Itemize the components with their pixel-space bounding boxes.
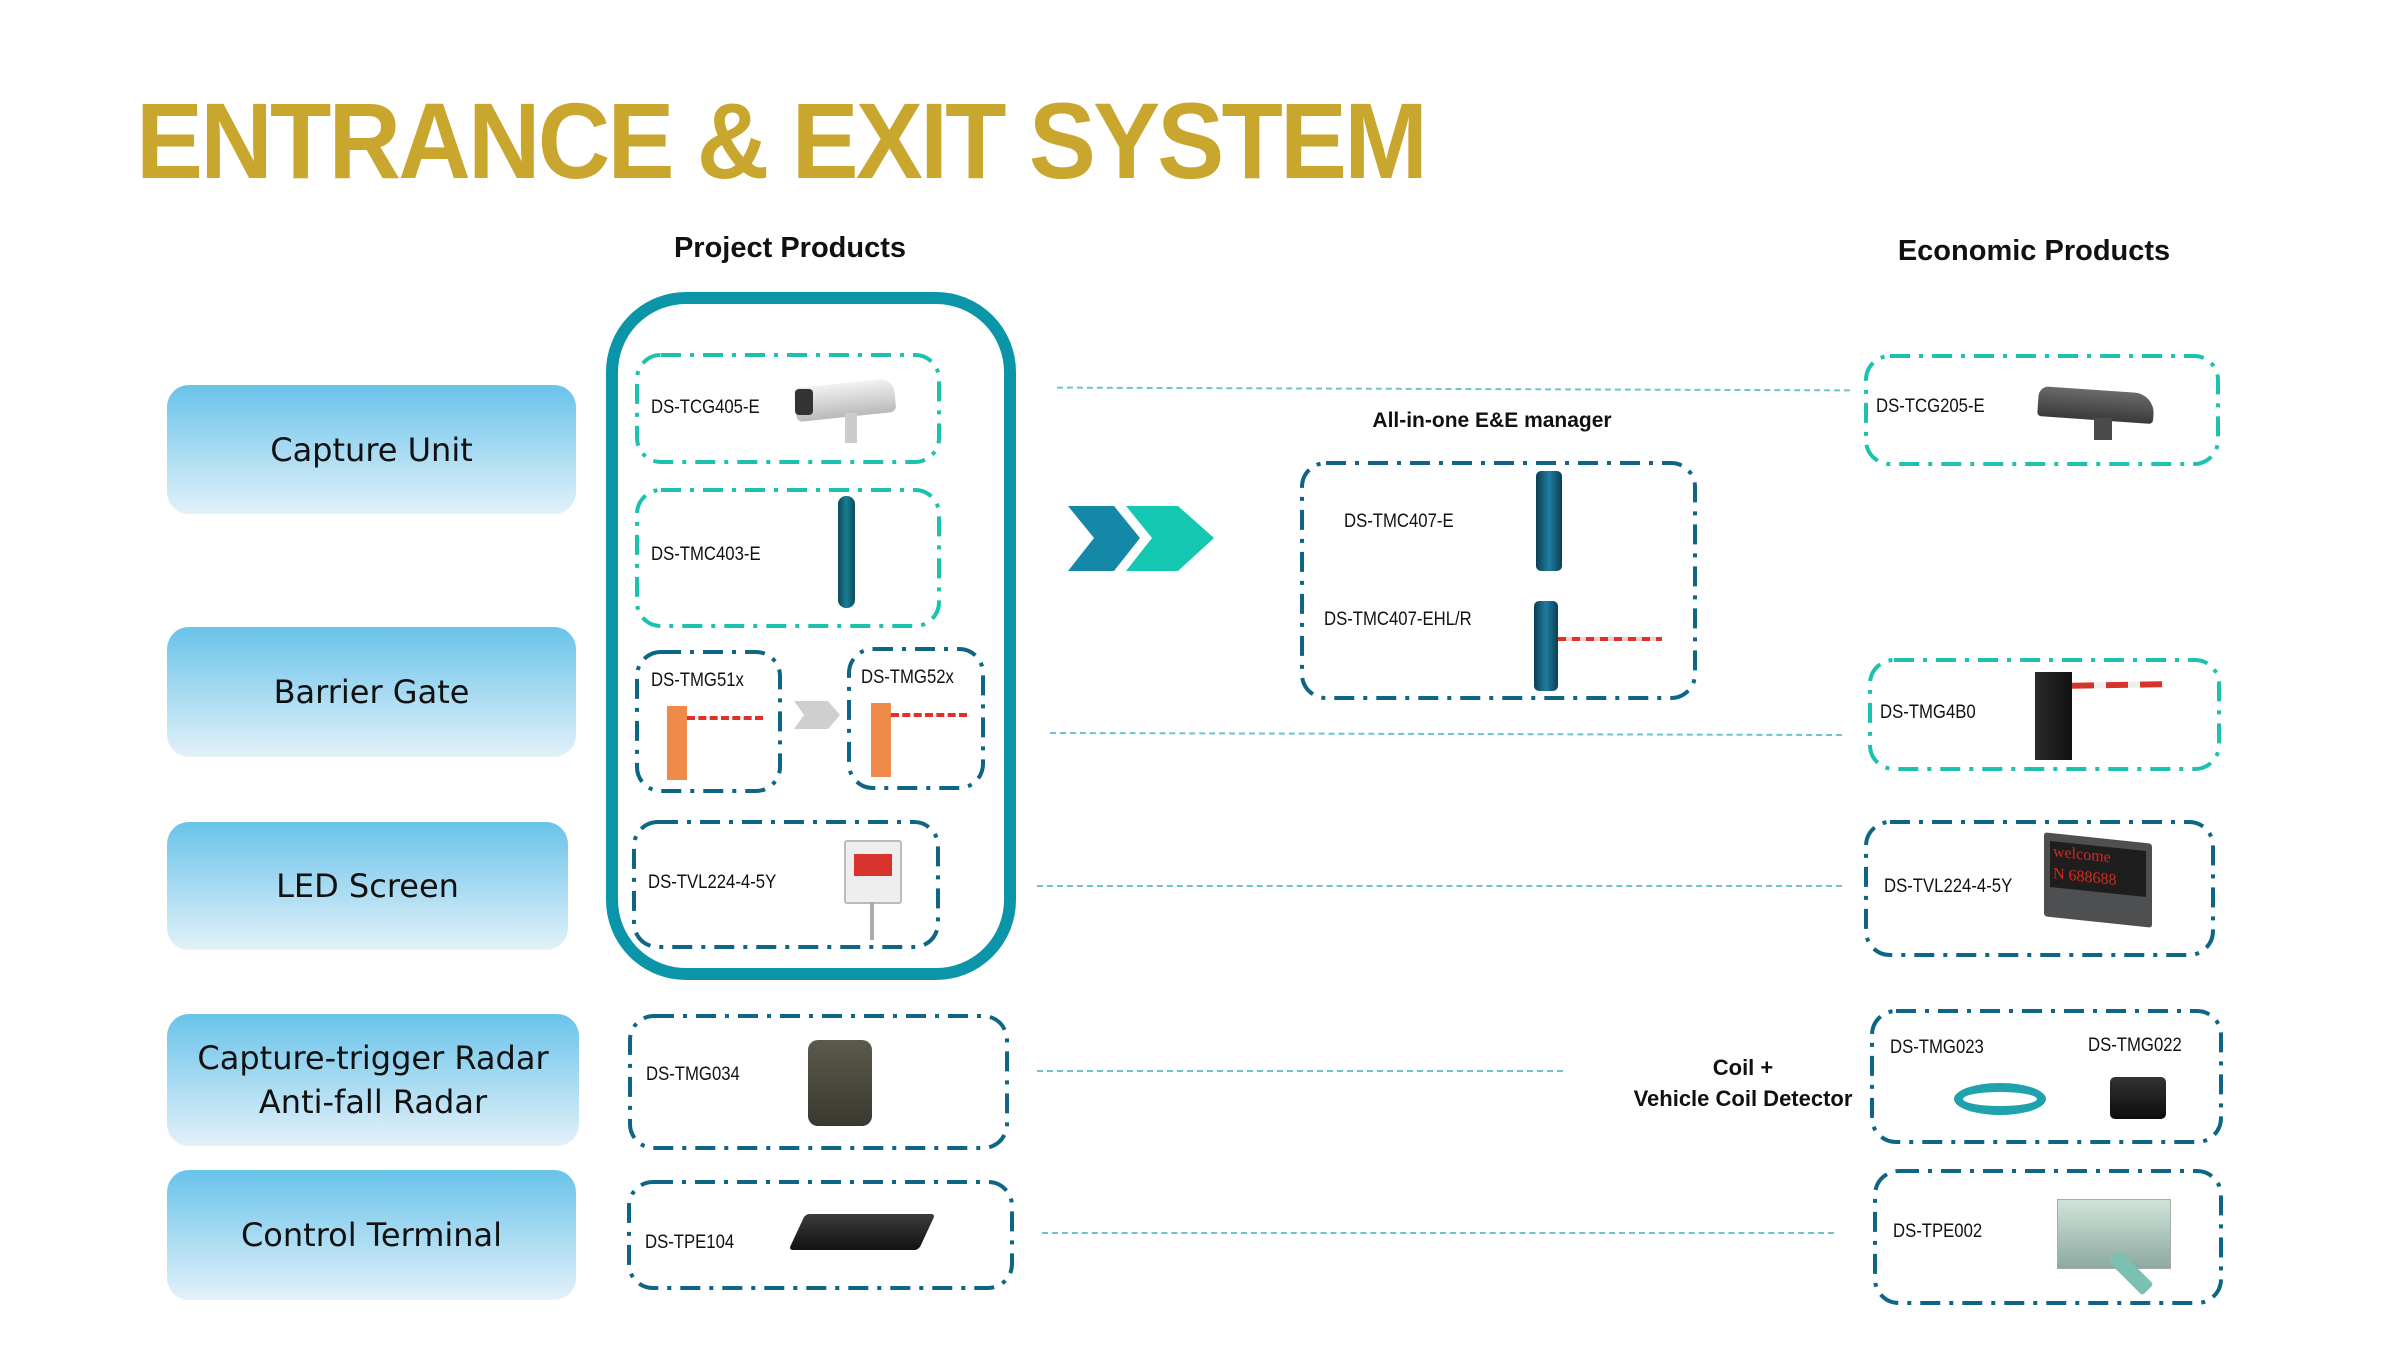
category-label: Capture-trigger Radar [197, 1039, 549, 1077]
product-card-ds-tvl224-4-5y-economic: DS-TVL224-4-5Y welcome N 688688 [1864, 820, 2215, 957]
dash-dot-border [1873, 1169, 2223, 1305]
project-products-heading: Project Products [673, 232, 907, 264]
connector-line [1056, 386, 1851, 392]
category-control-terminal: Control Terminal [167, 1170, 576, 1300]
dash-dot-border [627, 1180, 1014, 1290]
coil-note-line: Coil + [1712, 1055, 1774, 1080]
barrier-arm [891, 713, 967, 717]
category-label: Capture Unit [270, 430, 473, 469]
product-card-ds-tmg4b0: DS-TMG4B0 [1868, 658, 2221, 771]
product-label: DS-TMG023 [1890, 1037, 1984, 1058]
barrier-arm [687, 716, 763, 720]
product-label: DS-TCG405-E [651, 397, 760, 418]
product-label: DS-TMG022 [2088, 1035, 2182, 1056]
connector-line [1037, 1070, 1563, 1072]
page-title: ENTRANCE & EXIT SYSTEM [136, 80, 1428, 201]
coil-image [1954, 1083, 2046, 1115]
led-pole [870, 902, 874, 940]
barrier-arm [1558, 637, 1662, 641]
product-card-ds-tcg205-e: DS-TCG205-E [1864, 354, 2220, 466]
project-products-frame [606, 292, 1016, 980]
connector-line [1049, 731, 1843, 737]
double-chevron-arrow-icon [1068, 506, 1214, 571]
product-card-all-in-one-manager: DS-TMC407-E DS-TMC407-EHL/R [1300, 461, 1697, 700]
product-label: DS-TCG205-E [1876, 396, 1985, 417]
category-barrier-gate: Barrier Gate [167, 627, 576, 757]
category-label: LED Screen [276, 867, 459, 905]
economic-products-heading: Economic Products [1897, 235, 2171, 267]
product-label: DS-TMG034 [646, 1064, 740, 1085]
dash-dot-border [635, 650, 782, 793]
product-card-ds-tmg034: DS-TMG034 [628, 1014, 1009, 1150]
connector-line [1042, 1232, 1834, 1234]
camera-lens [795, 389, 813, 415]
product-card-ds-tpe002: DS-TPE002 [1873, 1169, 2223, 1305]
dash-dot-border [632, 820, 940, 949]
category-label: Control Terminal [240, 1216, 503, 1254]
dash-dot-border [635, 488, 941, 628]
manager-terminal-image [1534, 601, 1558, 691]
category-label: Barrier Gate [273, 673, 470, 711]
product-card-coil-detector: DS-TMG023 DS-TMG022 [1870, 1009, 2223, 1144]
camera-mount [845, 413, 857, 443]
product-label: DS-TVL224-4-5Y [1884, 876, 2013, 897]
dash-dot-border [1870, 1009, 2223, 1144]
product-card-ds-tcg405-e: DS-TCG405-E [635, 353, 941, 464]
product-label: DS-TMG4B0 [1880, 702, 1976, 723]
barrier-image [667, 706, 687, 780]
terminal-image [788, 1214, 936, 1250]
manager-terminal-image [1536, 471, 1562, 571]
category-label: Anti-fall Radar [258, 1083, 488, 1121]
product-label: DS-TMG52x [861, 667, 954, 688]
coil-note-line: Vehicle Coil Detector [1633, 1086, 1853, 1111]
dash-dot-border [635, 353, 941, 464]
dash-dot-border [847, 647, 985, 790]
coil-detector-image [2110, 1077, 2166, 1119]
category-capture-unit: Capture Unit [167, 385, 576, 514]
barrier-image [2035, 672, 2072, 760]
capture-terminal-image [838, 496, 855, 608]
product-card-ds-tmc403-e: DS-TMC403-E [635, 488, 941, 628]
product-label: DS-TPE002 [1893, 1221, 1983, 1242]
coil-note: Coil + Vehicle Coil Detector [1634, 1052, 1853, 1114]
category-led-screen: LED Screen [167, 822, 568, 950]
product-card-ds-tmg52x: DS-TMG52x [847, 647, 985, 790]
manager-heading: All-in-one E&E manager [1372, 409, 1612, 432]
product-card-ds-tmg51x: DS-TMG51x [635, 650, 782, 793]
product-card-ds-tvl224-4-5y-project: DS-TVL224-4-5Y [632, 820, 940, 949]
product-label: DS-TVL224-4-5Y [648, 872, 777, 893]
camera-mount [2094, 418, 2112, 440]
barrier-image [871, 703, 891, 777]
led-display-image: welcome N 688688 [2044, 832, 2152, 928]
product-label: DS-TPE104 [645, 1232, 735, 1253]
led-display-image [844, 840, 902, 904]
dash-dot-border [628, 1014, 1009, 1150]
product-label: DS-TMC403-E [651, 544, 761, 565]
dash-dot-border [1300, 461, 1697, 700]
dash-dot-border [1864, 820, 2215, 957]
product-label: DS-TMC407-EHL/R [1324, 609, 1472, 630]
product-card-ds-tpe104: DS-TPE104 [627, 1180, 1014, 1290]
product-label: DS-TMG51x [651, 670, 744, 691]
dash-dot-border [1868, 658, 2221, 771]
product-label: DS-TMC407-E [1344, 511, 1454, 532]
radar-image [808, 1040, 872, 1126]
connector-line [1037, 885, 1842, 887]
upgrade-arrow-icon [794, 701, 840, 729]
dash-dot-border [1864, 354, 2220, 466]
